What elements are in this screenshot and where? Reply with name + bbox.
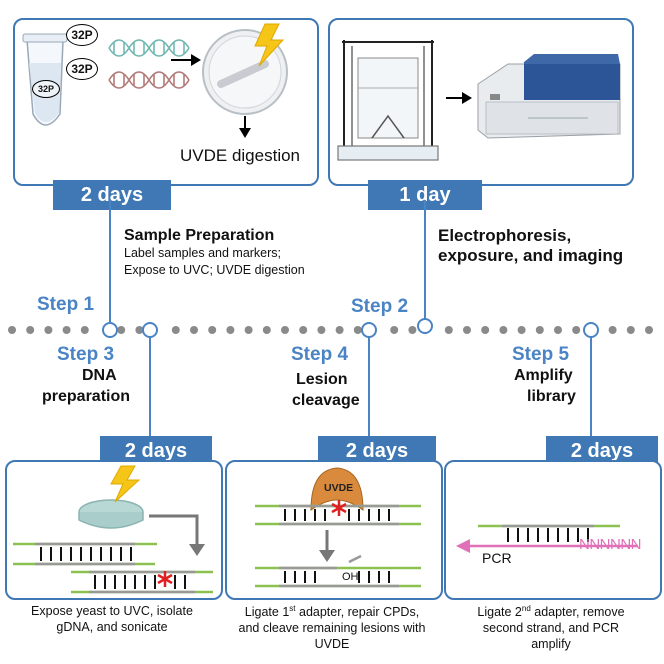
imager-icon (477, 54, 621, 139)
timeline-dot (390, 326, 399, 334)
dna-fragment (13, 542, 157, 566)
dna-fragment (255, 504, 421, 526)
sample-prep-desc-2: Expose to UVC; UVDE digestion (124, 263, 305, 277)
timeline-dot (8, 326, 16, 334)
timeline-dot (208, 326, 217, 334)
step-3-title-1: DNA (82, 367, 117, 384)
arrow-icon (149, 514, 199, 546)
lightning-icon (110, 465, 141, 503)
timeline-dot (408, 326, 417, 334)
timeline-dot (463, 326, 471, 334)
timeline-dot (317, 326, 326, 334)
step-4-illustration (255, 467, 421, 588)
sample-prep-title: Sample Preparation (124, 227, 275, 244)
step-5-label: Step 5 (512, 344, 570, 365)
timeline-dot (554, 326, 562, 334)
step-1-label: Step 1 (37, 294, 95, 315)
lightning-icon (254, 23, 285, 67)
timeline-dot (444, 326, 453, 334)
timeline-dot (481, 326, 490, 334)
lesion-marker-icon (331, 500, 347, 516)
timeline-dot (535, 326, 544, 334)
arrow-right-icon (446, 92, 472, 104)
gel-apparatus-icon (337, 40, 439, 161)
timeline-dot (608, 326, 617, 334)
timeline-dot (335, 326, 344, 334)
isotope-badge: 32P (66, 58, 98, 80)
arrow-right-icon (171, 54, 201, 66)
pcr-primer-arrow (456, 539, 638, 553)
step-3-illustration (13, 465, 213, 594)
timeline-dot (117, 326, 126, 334)
uvde-enzyme-icon (310, 467, 364, 511)
timeline-dot (262, 326, 271, 334)
step-4-title-1: Lesion (296, 371, 348, 388)
pcr-label: PCR (482, 550, 512, 566)
dna-fragment (478, 524, 620, 542)
timeline-dot (353, 326, 362, 334)
arrow-down-icon (239, 116, 251, 138)
timeline-dot (517, 326, 526, 334)
timeline-dot (299, 326, 308, 334)
lesion-marker-icon (157, 571, 173, 587)
step-5-title-1: Amplify (514, 367, 573, 384)
duration-badge: 2 days (53, 180, 171, 210)
timeline-dot (226, 326, 235, 334)
electrophoresis-title-2: exposure, and imaging (438, 246, 624, 265)
step-5-box (444, 460, 662, 600)
oh-label: OH (342, 571, 359, 583)
sample-prep-desc-1: Label samples and markers; (124, 246, 282, 260)
timeline-dot (80, 326, 89, 334)
step-3-title-2: preparation (42, 388, 131, 405)
step-5-illustration (456, 524, 638, 553)
step-2-label: Step 2 (351, 296, 409, 317)
electrophoresis-illustration (337, 40, 621, 161)
timeline-dot (44, 326, 53, 334)
isotope-badge: 32P (32, 80, 60, 98)
arrow-down-icon (319, 530, 335, 562)
isotope-badge: 32P (66, 24, 98, 46)
timeline-dot (281, 326, 289, 334)
timeline-dot (499, 326, 508, 334)
timeline-dot (26, 326, 35, 334)
electrophoresis-title-1: Electrophoresis, (438, 226, 572, 245)
dna-fragment (255, 554, 421, 588)
step-3-label: Step 3 (57, 344, 115, 365)
timeline-dot (626, 326, 635, 334)
dna-fragment (71, 570, 213, 594)
timeline-dot (62, 326, 71, 334)
step-5-title-2: library (527, 388, 576, 405)
uvde-enzyme-label: UVDE (324, 482, 354, 494)
dna-icon (108, 39, 190, 57)
timeline-dot (135, 326, 144, 334)
uvde-digestion-label: UVDE digestion (180, 146, 301, 165)
timeline-dot (645, 326, 653, 334)
timeline-dot (190, 326, 198, 334)
step-3-caption: Expose yeast to UVC, isolate gDNA, and s… (31, 604, 193, 634)
step-5-caption: Ligate 2nd adapter, remove second strand… (477, 604, 625, 652)
step-4-title-2: cleavage (292, 392, 360, 409)
timeline-dot (171, 326, 180, 334)
step-4-caption: Ligate 1st adapter, repair CPDs, and cle… (238, 604, 426, 652)
timeline-dot (244, 326, 253, 334)
dna-icon (108, 71, 190, 89)
petri-dish-icon (78, 499, 144, 529)
barcode-label: NNNNNN (579, 536, 642, 553)
step-4-label: Step 4 (291, 344, 349, 365)
timeline-dot (572, 326, 581, 334)
